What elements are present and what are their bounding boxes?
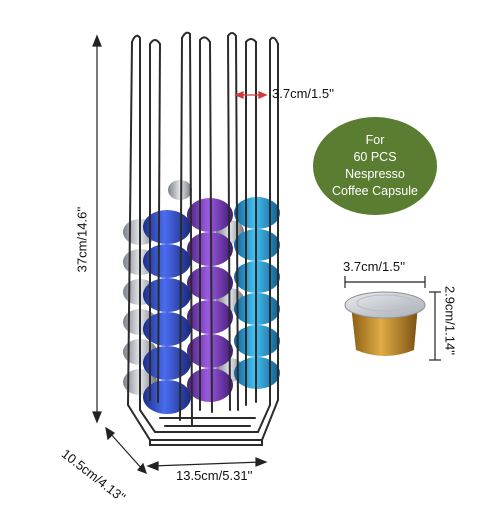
capacity-badge: For 60 PCS Nespresso Coffee Capsule <box>313 117 437 215</box>
purple-capsule-column <box>187 198 233 402</box>
height-dimension <box>92 34 102 424</box>
capsule-height-dimension <box>429 291 441 361</box>
badge-line-4: Coffee Capsule <box>332 184 418 198</box>
badge-line-2: 60 PCS <box>353 150 397 164</box>
capsule-diameter-dimension <box>344 276 426 288</box>
height-label: 37cm/14.6'' <box>74 206 90 273</box>
slot-gap-arrows <box>234 91 268 99</box>
single-capsule <box>344 291 426 356</box>
blue-capsule-column <box>143 210 191 414</box>
badge-line-1: For <box>365 133 385 147</box>
wire-rack <box>127 31 279 446</box>
width-dimension <box>146 457 268 471</box>
capsule-diameter-label: 3.7cm/1.5'' <box>343 259 406 274</box>
badge-line-3: Nespresso <box>345 167 405 181</box>
depth-dimension <box>105 426 147 475</box>
slot-gap-label: 3.7cm/1.5'' <box>272 86 335 101</box>
width-label: 13.5cm/5.31'' <box>176 468 253 483</box>
capsule-height-label: 2.9cm/1.14'' <box>442 285 458 356</box>
